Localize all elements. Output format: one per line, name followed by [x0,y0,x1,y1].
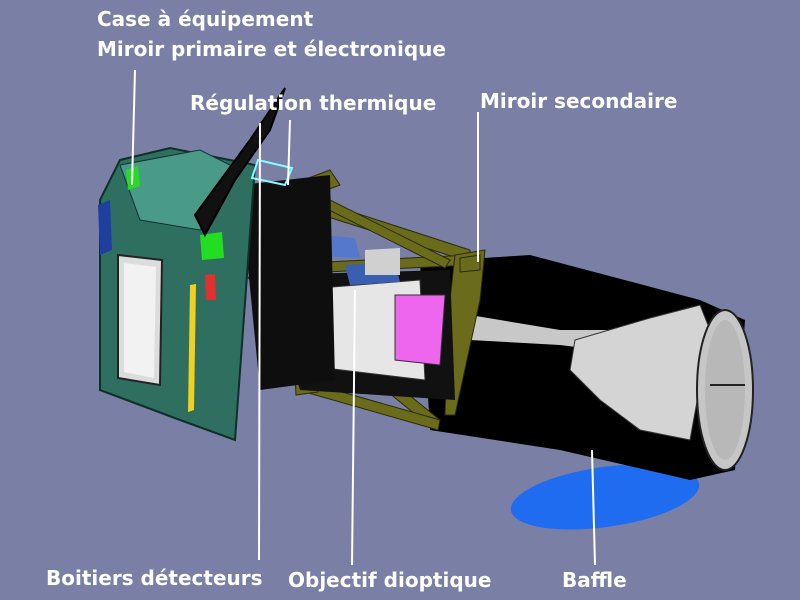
baffle-shadow [510,464,700,530]
mount-plate [240,175,335,390]
label-secondary-mirror: Miroir secondaire [480,89,678,113]
label-baffle: Baffle [562,568,627,592]
label-dioptric-objective: Objectif dioptique [288,568,492,592]
thermal-radiator [193,87,286,238]
regulation-piece [250,158,294,187]
label-equipment-case: Case à équipement [97,7,314,31]
label-detector-boxes: Boitiers détecteurs [46,566,263,590]
label-primary-mirror-electronics: Miroir primaire et électronique [97,37,446,61]
leader-lines [131,69,596,566]
baffle-tube [420,255,754,480]
equipment-case [98,146,257,442]
label-thermal-regulation: Régulation thermique [190,91,437,115]
